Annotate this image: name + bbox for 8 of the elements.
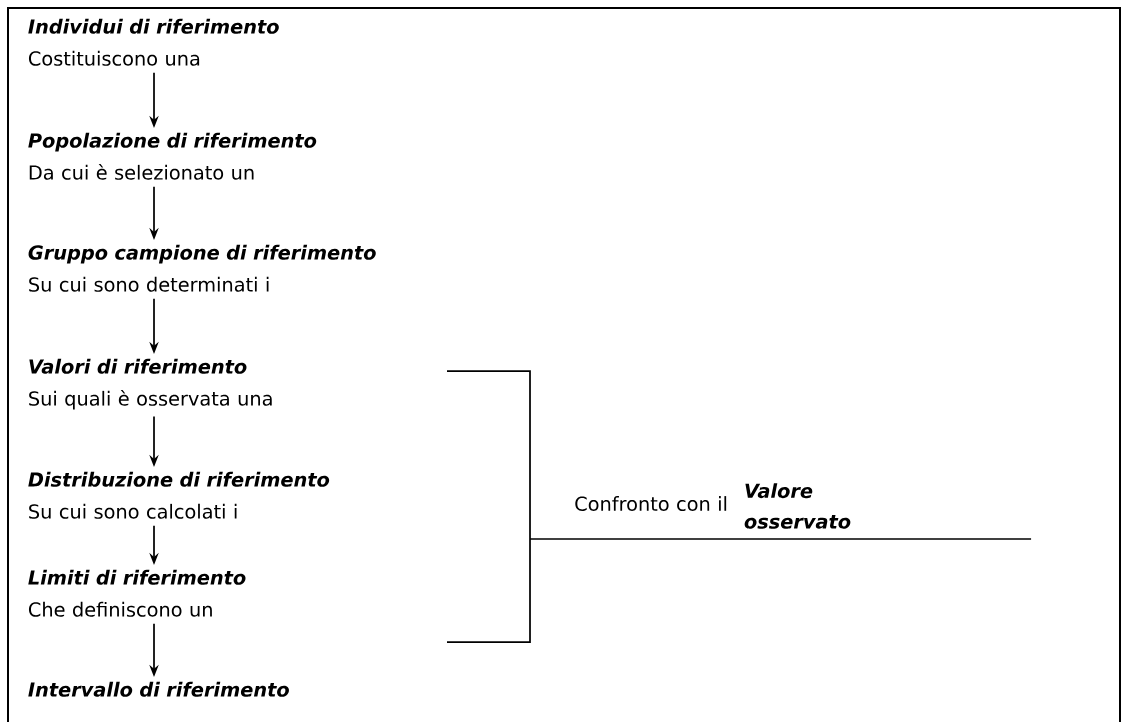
- flow-step: Popolazione di riferimento Da cui è selezionato un: [28, 132, 317, 180]
- flow-step: Gruppo campione di riferimento Su cui sono determinati i: [28, 244, 376, 292]
- flow-step: Limiti di riferimento Che definiscono un: [28, 569, 246, 617]
- flow-step: Valori di riferimento Sui quali è osservata una: [29, 358, 272, 410]
- flow-step: Intervallo di riferimento: [28, 681, 289, 697]
- flow-step: Individui di riferimento Costituiscono una: [28, 18, 279, 66]
- comparison-line: Confronto con il Valore osservato: [535, 483, 1032, 540]
- flow-step: Distribuzione di riferimento Su cui sono calcolati i: [28, 471, 330, 519]
